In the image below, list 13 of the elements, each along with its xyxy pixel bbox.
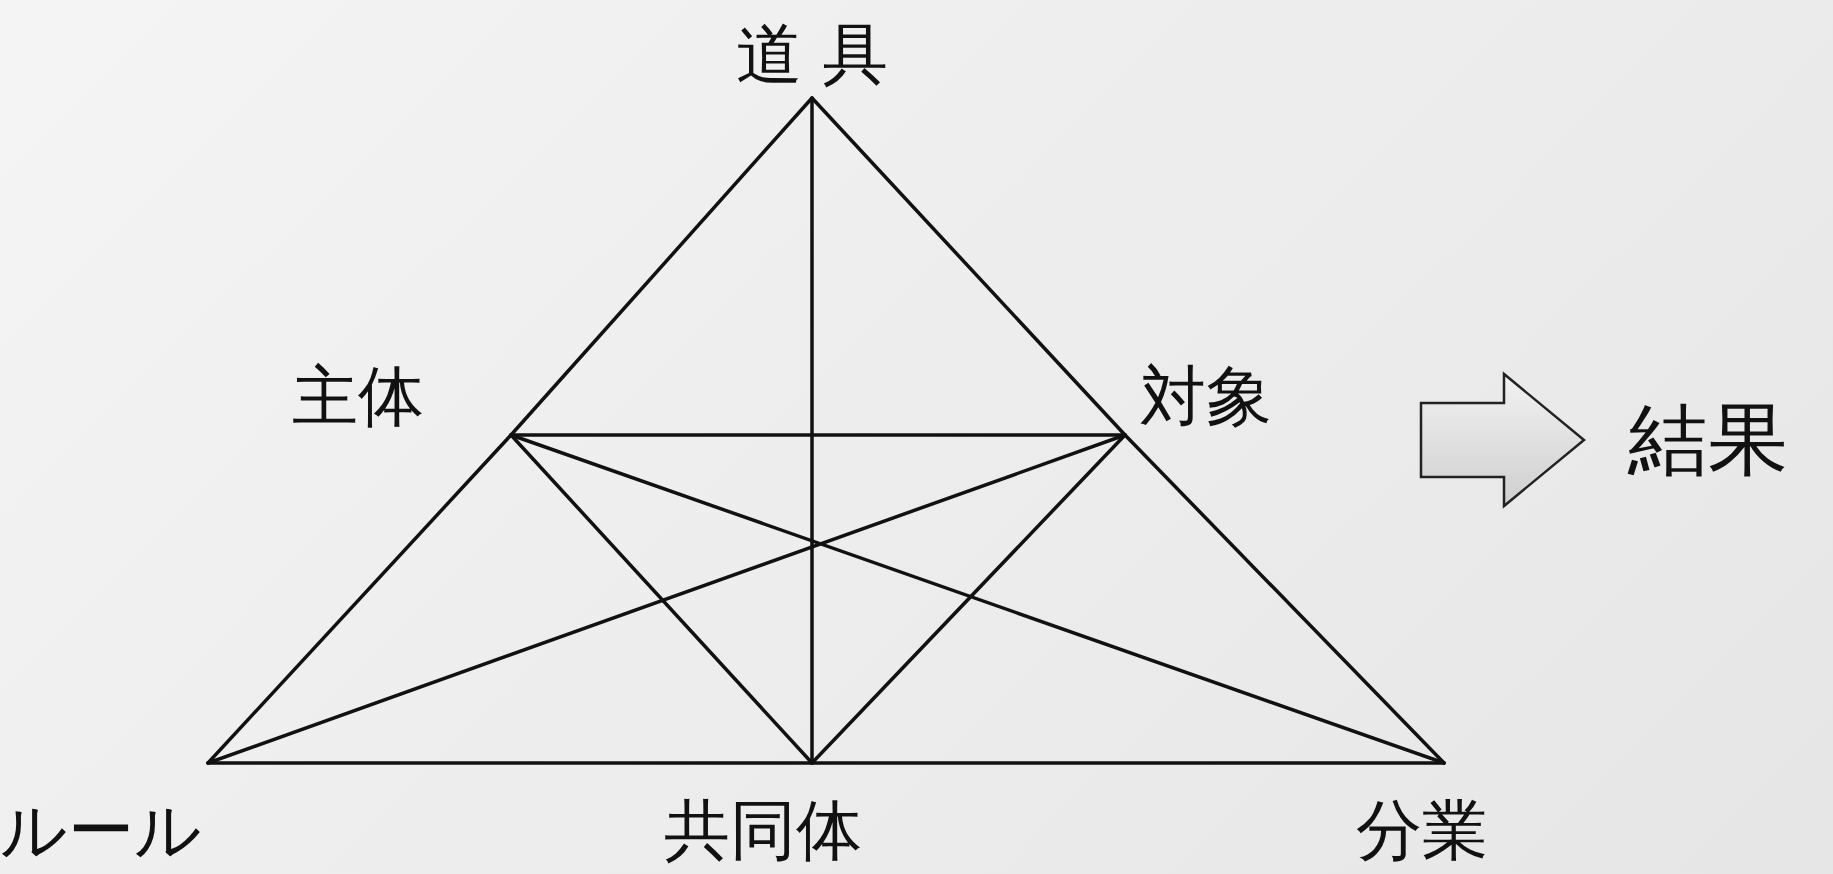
line — [509, 433, 1127, 437]
block-arrow — [1419, 371, 1586, 509]
line — [509, 433, 1446, 765]
vertex-label: 対象 — [1140, 364, 1272, 430]
vertex-label: 主体 — [292, 364, 424, 430]
vertex-label: 共同体 — [664, 798, 862, 864]
line — [810, 761, 1446, 765]
vertex-label: 分業 — [1356, 798, 1488, 864]
vertex-label: ルール — [0, 798, 202, 864]
result-label: 結果 — [1588, 400, 1788, 480]
vertex-label: 道 具 — [712, 22, 912, 88]
line — [206, 433, 1127, 765]
line — [206, 761, 814, 765]
